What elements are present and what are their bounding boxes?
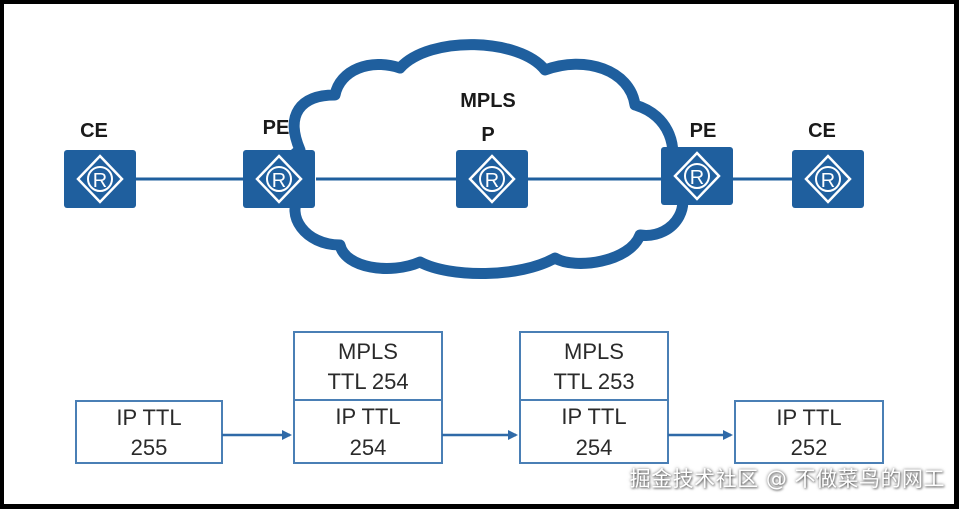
router-glyph: R — [93, 170, 107, 192]
router-glyph: R — [690, 167, 704, 189]
mpls-ttl-value: TTL 253 — [553, 369, 634, 394]
router-glyph: R — [821, 170, 835, 192]
mpls-ttl-box — [293, 331, 443, 401]
watermark: 掘金技术社区 @ 不做菜鸟的网工 — [629, 467, 945, 491]
router-label-pe-right: PE — [690, 120, 717, 142]
ip-ttl-label: IP TTL — [776, 405, 841, 430]
cloud-label: MPLS — [460, 90, 516, 112]
ip-ttl-label: IP TTL — [335, 404, 400, 429]
mpls-label: MPLS — [564, 339, 624, 364]
router-glyph: R — [485, 170, 499, 192]
ip-ttl-label: IP TTL — [116, 405, 181, 430]
ip-ttl-value: 254 — [576, 435, 613, 460]
mpls-label: MPLS — [338, 339, 398, 364]
ip-ttl-value: 255 — [131, 435, 168, 460]
router-label-pe-left: PE — [263, 117, 290, 139]
router-glyph: R — [272, 170, 286, 192]
router-label-ce-right: CE — [808, 120, 836, 142]
ip-ttl-value: 252 — [791, 435, 828, 460]
ip-ttl-box — [293, 399, 443, 464]
ip-ttl-label: IP TTL — [561, 404, 626, 429]
ip-ttl-box — [734, 400, 884, 464]
router-label-ce-left: CE — [80, 120, 108, 142]
router-label-p: P — [481, 124, 494, 146]
ip-ttl-value: 254 — [350, 435, 387, 460]
mpls-ttl-box — [519, 331, 669, 401]
mpls-ttl-value: TTL 254 — [327, 369, 408, 394]
ip-ttl-box — [519, 399, 669, 464]
ip-ttl-box — [75, 400, 223, 464]
